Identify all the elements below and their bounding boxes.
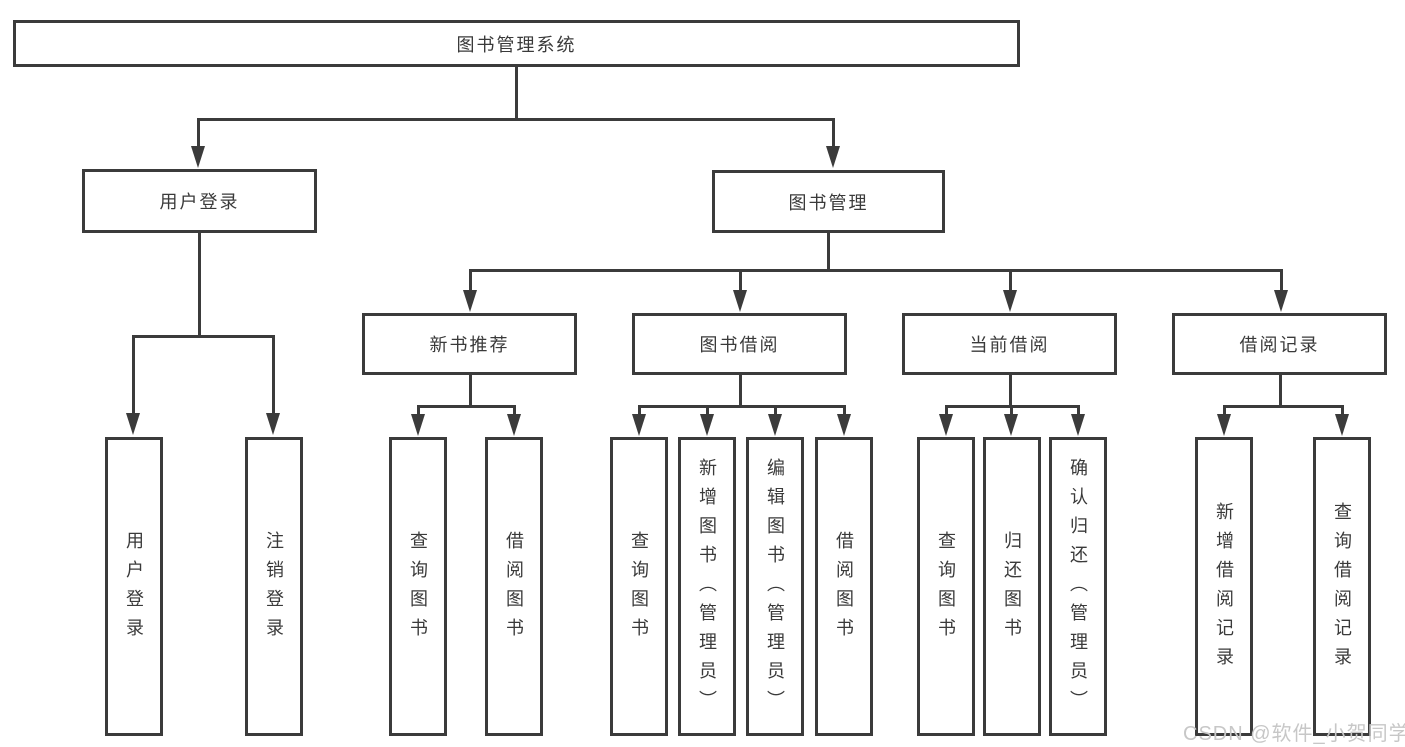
arrowhead-down	[1071, 414, 1085, 436]
connector-vline	[1009, 375, 1012, 408]
connector-vline	[832, 118, 835, 150]
leaf-user-login: 用户登录	[105, 437, 163, 736]
arrowhead-down	[1004, 414, 1018, 436]
connector-vline	[469, 269, 472, 293]
connector-vline	[272, 335, 275, 416]
node-book-mgmt: 图书管理	[712, 170, 945, 233]
leaf-cb-return-book: 归还图书	[983, 437, 1041, 736]
leaf-nbr-query-book: 查询图书	[389, 437, 447, 736]
connector-hline	[132, 335, 275, 338]
connector-hline	[638, 405, 846, 408]
leaf-bb-query-book: 查询图书	[610, 437, 668, 736]
connector-vline	[638, 405, 641, 417]
connector-vline	[1010, 405, 1013, 417]
connector-hline	[1223, 405, 1344, 408]
connector-vline	[132, 335, 135, 416]
arrowhead-down	[1335, 414, 1349, 436]
arrowhead-down	[1217, 414, 1231, 436]
connector-vline	[417, 405, 420, 417]
leaf-br-add-record: 新增借阅记录	[1195, 437, 1253, 736]
leaf-nbr-borrow-book: 借阅图书	[485, 437, 543, 736]
connector-vline	[945, 405, 948, 417]
node-book-borrow: 图书借阅	[632, 313, 847, 375]
connector-vline	[515, 66, 518, 120]
connector-hline	[469, 269, 1283, 272]
arrowhead-down	[733, 290, 747, 312]
arrowhead-down	[1274, 290, 1288, 312]
connector-vline	[1280, 269, 1283, 293]
connector-vline	[774, 405, 777, 417]
connector-vline	[1077, 405, 1080, 417]
leaf-cb-query-book: 查询图书	[917, 437, 975, 736]
arrowhead-down	[507, 414, 521, 436]
node-new-book-rec: 新书推荐	[362, 313, 577, 375]
connector-hline	[197, 118, 835, 121]
node-user-login: 用户登录	[82, 169, 317, 233]
connector-hline	[417, 405, 516, 408]
connector-vline	[739, 375, 742, 408]
connector-vline	[469, 375, 472, 408]
arrowhead-down	[463, 290, 477, 312]
leaf-cb-confirm-return: 确认归还（管理员）	[1049, 437, 1107, 736]
arrowhead-down	[768, 414, 782, 436]
connector-vline	[706, 405, 709, 417]
arrowhead-down	[632, 414, 646, 436]
watermark-text: CSDN @软件_小贺同学	[1183, 723, 1405, 745]
arrowhead-down	[191, 146, 205, 168]
connector-vline	[1279, 375, 1282, 408]
connector-vline	[1009, 269, 1012, 293]
node-root: 图书管理系统	[13, 20, 1020, 67]
connector-vline	[513, 405, 516, 417]
connector-vline	[827, 233, 830, 271]
connector-vline	[843, 405, 846, 417]
arrowhead-down	[826, 146, 840, 168]
leaf-bb-add-book: 新增图书（管理员）	[678, 437, 736, 736]
node-borrow-records: 借阅记录	[1172, 313, 1387, 375]
leaf-logout: 注销登录	[245, 437, 303, 736]
arrowhead-down	[266, 413, 280, 435]
arrowhead-down	[939, 414, 953, 436]
arrowhead-down	[1003, 290, 1017, 312]
arrowhead-down	[411, 414, 425, 436]
leaf-br-query-record: 查询借阅记录	[1313, 437, 1371, 736]
leaf-bb-edit-book: 编辑图书（管理员）	[746, 437, 804, 736]
connector-vline	[197, 118, 200, 150]
arrowhead-down	[837, 414, 851, 436]
arrowhead-down	[126, 413, 140, 435]
connector-vline	[198, 232, 201, 338]
connector-vline	[1341, 405, 1344, 417]
connector-vline	[1223, 405, 1226, 417]
node-current-borrow: 当前借阅	[902, 313, 1117, 375]
arrowhead-down	[700, 414, 714, 436]
leaf-bb-borrow-book: 借阅图书	[815, 437, 873, 736]
connector-vline	[739, 269, 742, 293]
